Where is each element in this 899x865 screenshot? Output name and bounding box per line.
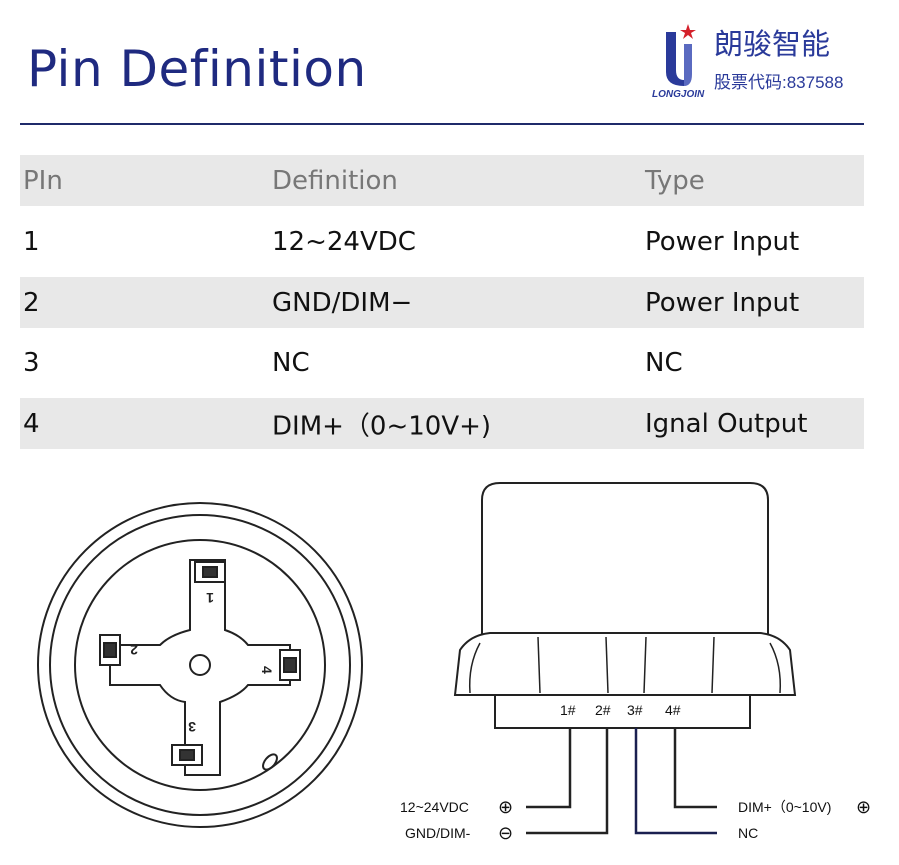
pin-cell: 2 [23, 287, 40, 318]
wire-label-2: GND/DIM- [405, 825, 471, 841]
header-pin: PIn [23, 165, 63, 196]
table-row: 3 NC NC [20, 337, 864, 388]
logo-brand-en: LONGJOIN [652, 89, 705, 100]
plus-icon: ⊕ [498, 797, 513, 817]
wire-3 [634, 728, 717, 835]
type-cell: Power Input [645, 287, 800, 318]
pin-label-1: 1# [560, 702, 576, 718]
definition-cell: NC [272, 347, 310, 378]
pin-label-2: 2# [595, 702, 611, 718]
page-title: Pin Definition [27, 40, 367, 98]
type-cell: Ignal Output [645, 408, 808, 439]
definition-cell: 12~24VDC [272, 226, 416, 257]
pad-label-2: 2 [130, 642, 138, 658]
side-view-drawing: 1# 2# 3# 4# 12~24VDC ⊕ GND/DIM- ⊖ DIM+（0… [400, 482, 871, 843]
definition-cell: GND/DIM− [272, 287, 413, 318]
header-type: Type [645, 165, 705, 196]
title-divider [20, 123, 864, 125]
pad-label-1: 1 [206, 590, 214, 606]
bottom-view-drawing: 1 2 3 4 [37, 502, 363, 828]
pad-label-4: 4 [259, 666, 275, 674]
pin-label-3: 3# [627, 702, 643, 718]
pin-cell: 4 [23, 408, 40, 439]
header-definition: Definition [272, 165, 398, 196]
longjoin-logo: LONGJOIN 朗骏智能 股票代码:837588 [652, 24, 843, 100]
pin-cell: 3 [23, 347, 40, 378]
wire-4 [673, 728, 717, 809]
wire-1 [526, 728, 572, 809]
pad-label-3: 3 [188, 719, 196, 735]
wire-label-1: 12~24VDC [400, 799, 469, 815]
logo-brand-cn: 朗骏智能 [714, 28, 830, 61]
wire-2 [526, 728, 609, 835]
minus-icon: ⊖ [498, 823, 513, 843]
wire-label-3: NC [738, 825, 758, 841]
table-row: 4 DIM+（0~10V+) Ignal Output [20, 398, 864, 449]
pin-label-4: 4# [665, 702, 681, 718]
wire-label-4: DIM+（0~10V) [738, 799, 831, 815]
table-header: PIn Definition Type [20, 155, 864, 206]
type-cell: NC [645, 347, 683, 378]
table-row: 2 GND/DIM− Power Input [20, 277, 864, 328]
type-cell: Power Input [645, 226, 800, 257]
table-row: 1 12~24VDC Power Input [20, 216, 864, 267]
pin-cell: 1 [23, 226, 40, 257]
logo-stock-code: 股票代码:837588 [714, 73, 843, 92]
definition-cell: DIM+（0~10V+) [272, 411, 492, 441]
plus-icon: ⊕ [856, 797, 871, 817]
